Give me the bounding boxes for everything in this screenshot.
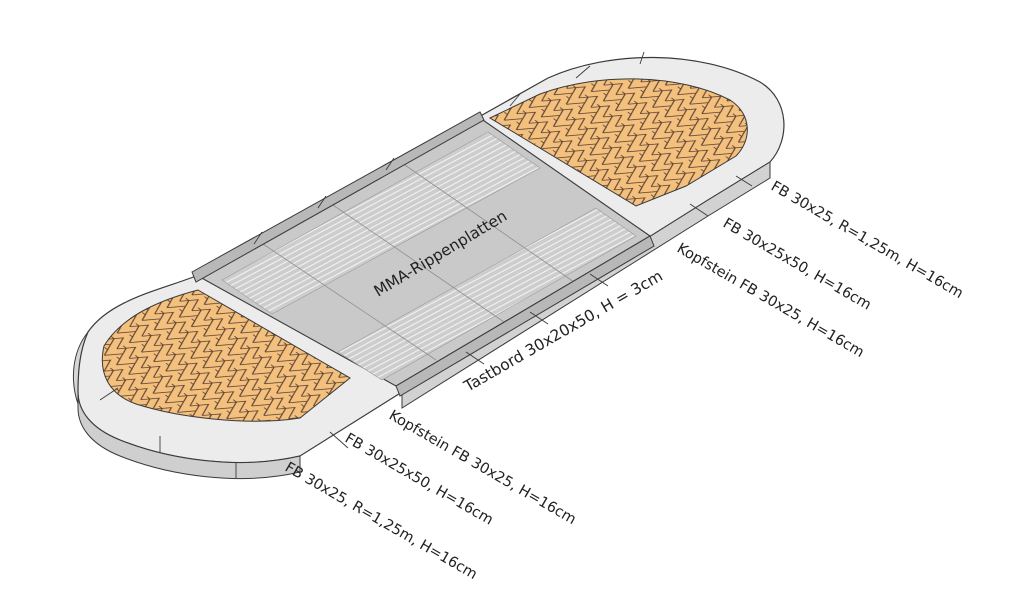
- label-left-curb-radius: FB 30x25, R=1,25m, H=16cm: [282, 460, 480, 583]
- center-plate: [196, 117, 652, 387]
- label-right-kopfstein: Kopfstein FB 30x25, H=16cm: [674, 241, 867, 361]
- paving-left: [101, 289, 351, 422]
- rib-row-upper: [221, 131, 541, 315]
- curb-face-bottom: [77, 391, 301, 479]
- label-right-curb-radius: FB 30x25, R=1,25m, H=16cm: [768, 179, 966, 302]
- tastbord-edge: [395, 235, 655, 397]
- tastbord-edge-back: [191, 111, 485, 283]
- rib-row-lower: [337, 207, 637, 381]
- paving-right: [488, 78, 748, 207]
- curb-joints: [99, 51, 753, 478]
